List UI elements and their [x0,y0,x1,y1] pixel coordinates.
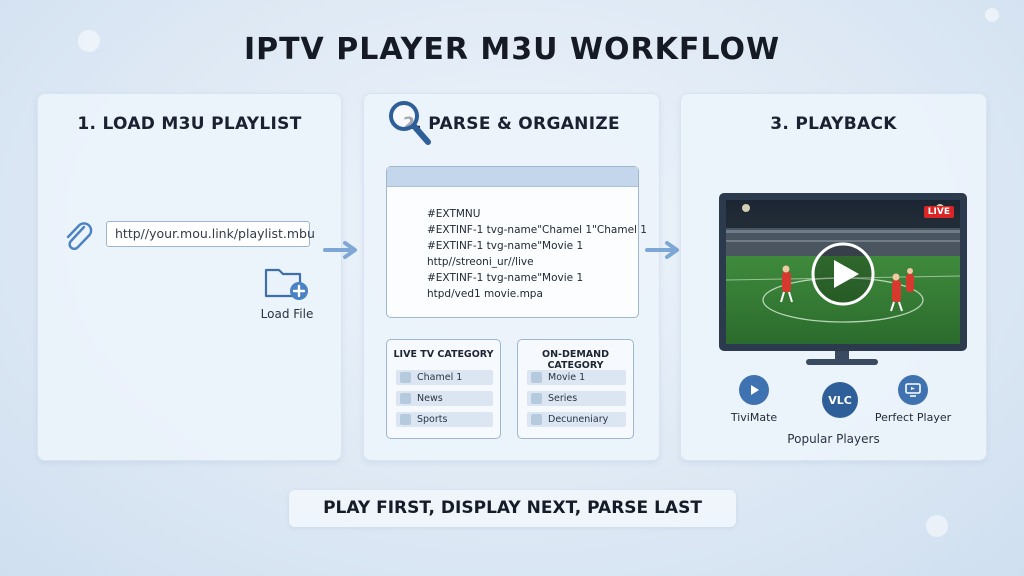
list-item[interactable]: Chamel 1 [396,370,493,385]
code-line: #EXTINF-1 tvg-name"Movie 1 [427,272,584,284]
footer-banner: PLAY FIRST, DISPLAY NEXT, PARSE LAST [289,490,736,527]
monitor-base [806,359,878,365]
step-load-panel: 1. LOAD M3U PLAYLIST http//your.mou.link… [37,93,342,461]
tv-monitor: LIVE [719,193,967,351]
checkbox-icon [531,372,542,383]
checkbox-icon [400,414,411,425]
step-parse-panel: 2. PARSE & ORGANIZE #EXTMNU #EXTINF-1 tv… [363,93,660,461]
arrow-right-icon [645,241,679,259]
code-line: #EXTINF-1 tvg-name"Chamel 1"Chamel 1 [427,224,647,236]
step-title: 2. PARSE & ORGANIZE [403,114,620,134]
magnifier-icon [389,101,431,145]
popular-players-label: Popular Players [787,432,880,446]
playlist-url-input[interactable]: http//your.mou.link/playlist.mbu [106,221,315,247]
code-line: htpd/ved1 movie.mpa [427,288,543,300]
paperclip-icon [66,222,93,251]
list-item[interactable]: Series [527,391,626,406]
m3u-code-window: #EXTMNU #EXTINF-1 tvg-name"Chamel 1"Cham… [386,166,647,318]
checkbox-icon [531,393,542,404]
list-item-label: Decuneniary [548,414,609,425]
monitor-stand [835,351,849,361]
decor-bubble [985,8,999,22]
on-demand-category: ON-DEMAND CATEGORY Movie 1 Series Decune… [517,339,634,439]
list-item[interactable]: Movie 1 [527,370,626,385]
checkbox-icon [400,393,411,404]
player-perfect-player[interactable]: Perfect Player [868,375,958,424]
monitor-play-icon [898,375,928,405]
live-tv-category: LIVE TV CATEGORY Chamel 1 News Sports [386,339,501,439]
list-item-label: Sports [417,414,448,425]
player-name: Perfect Player [874,411,952,424]
live-badge: LIVE [923,206,954,218]
player-vlc[interactable]: VLC [815,382,865,424]
code-window-titlebar [387,167,638,187]
checkbox-icon [531,414,542,425]
checkbox-icon [400,372,411,383]
page-title: IPTV PLAYER M3U WORKFLOW [243,32,781,67]
load-file-label[interactable]: Load File [260,307,314,321]
video-screen[interactable]: LIVE [725,200,961,344]
player-name: TiviMate [730,411,778,424]
folder-add-icon[interactable] [264,262,310,302]
category-title: ON-DEMAND CATEGORY [542,349,609,371]
list-item[interactable]: Sports [396,412,493,427]
code-line: #EXTMNU [427,208,481,220]
list-item-label: Chamel 1 [417,372,463,383]
play-circle-icon [739,375,769,405]
decor-bubble [78,30,100,52]
list-item-label: Movie 1 [548,372,586,383]
step-playback-panel: 3. PLAYBACK [680,93,987,461]
category-title: LIVE TV CATEGORY [393,349,494,360]
player-tivimate[interactable]: TiviMate [719,375,789,424]
list-item[interactable]: Decuneniary [527,412,626,427]
list-item-label: Series [548,393,578,404]
arrow-right-icon [323,241,357,259]
code-line: #EXTINF-1 tvg-name"Movie 1 [427,240,584,252]
soccer-scene-image [725,200,961,344]
decor-bubble [926,515,948,537]
step-title: 3. PLAYBACK [770,114,897,134]
list-item-label: News [417,393,443,404]
list-item[interactable]: News [396,391,493,406]
step-title: 1. LOAD M3U PLAYLIST [77,114,302,134]
vlc-badge-icon: VLC [822,382,858,418]
code-line: http//streoni_ur//live [427,256,534,268]
